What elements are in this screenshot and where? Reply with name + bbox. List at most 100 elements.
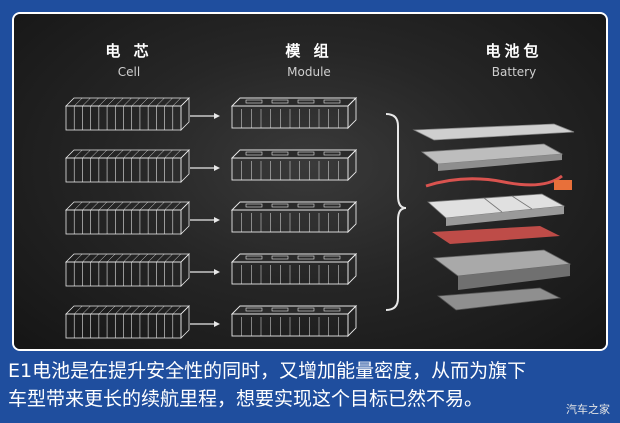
module-block-side xyxy=(347,304,357,338)
watermark: 汽车之家 xyxy=(566,403,610,416)
pack-modules-upper-side xyxy=(446,206,564,226)
module-busbar xyxy=(245,203,263,208)
arrow-head xyxy=(214,217,220,223)
module-title-en: Module xyxy=(287,65,331,79)
pack-connector xyxy=(554,180,572,190)
cell-divider-top xyxy=(82,97,91,107)
cell-divider-top xyxy=(172,201,181,211)
pack-busbar-tray-side xyxy=(438,154,562,171)
pack-module-divider xyxy=(483,197,503,213)
cell-divider-top xyxy=(147,97,157,107)
cell-divider-top xyxy=(90,201,99,211)
module-busbar xyxy=(323,255,341,260)
caption-line-2: 车型带来更长的续航里程，想要实现这个目标已然不易。 xyxy=(8,388,484,410)
module-busbar xyxy=(245,307,263,312)
cell-block-side xyxy=(180,149,190,183)
module-block-top xyxy=(230,305,358,315)
diagram-panel: 电 芯 Cell 模 组 Module 电池包 Battery xyxy=(14,14,606,349)
cell-divider-top xyxy=(74,201,83,211)
cell-divider-top xyxy=(164,149,173,159)
module-block-top xyxy=(230,149,358,159)
cell-divider-top xyxy=(123,97,132,107)
cell-block xyxy=(65,201,190,235)
caption: E1电池是在提升安全性的同时，又增加能量密度，从而为旗下 车型带来更长的续航里程… xyxy=(8,357,608,413)
cell-divider-top xyxy=(90,149,99,159)
cell-divider-top xyxy=(164,97,173,107)
cell-divider-top xyxy=(131,149,140,159)
cell-block xyxy=(65,149,190,183)
cell-divider-top xyxy=(106,201,116,211)
cell-divider-top xyxy=(82,201,91,211)
module-busbar xyxy=(297,307,315,312)
battery-header: 电池包 Battery xyxy=(454,40,574,79)
module-block-top xyxy=(230,253,358,263)
arrow-head xyxy=(214,269,220,275)
cell-divider-top xyxy=(82,149,91,159)
cell-divider-top xyxy=(147,149,157,159)
module-block-side xyxy=(347,148,357,182)
module-block-top xyxy=(230,97,358,107)
cell-divider-top xyxy=(156,149,165,159)
cell-divider-top xyxy=(172,149,181,159)
pack-cooling-plate xyxy=(432,226,560,244)
cell-divider-top xyxy=(147,305,157,315)
module-busbar xyxy=(323,307,341,312)
cell-block-side xyxy=(180,253,190,287)
cell-divider-top xyxy=(98,305,108,315)
module-busbar xyxy=(297,99,315,104)
pack-lower-tray-side xyxy=(458,264,570,290)
cell-divider-top xyxy=(115,149,124,159)
module-busbar xyxy=(323,99,341,104)
cell-block-side xyxy=(180,201,190,235)
cell-divider-top xyxy=(131,305,140,315)
cell-divider-top xyxy=(139,305,149,315)
module-busbar xyxy=(245,99,263,104)
module-busbar xyxy=(245,255,263,260)
cell-divider-top xyxy=(131,201,140,211)
bracket xyxy=(385,113,407,311)
cell-divider-top xyxy=(115,305,124,315)
cell-divider-top xyxy=(123,149,132,159)
cell-divider-top xyxy=(74,253,83,263)
arrow-head xyxy=(214,321,220,327)
cell-divider-top xyxy=(115,201,124,211)
cell-divider-top xyxy=(164,305,173,315)
cell-divider-top xyxy=(147,253,157,263)
pack-top-cover xyxy=(412,123,575,141)
cell-divider-top xyxy=(90,97,99,107)
pack-harness xyxy=(425,174,563,188)
module-busbar xyxy=(297,203,315,208)
cell-divider-top xyxy=(164,201,173,211)
cell-divider-top xyxy=(106,253,116,263)
cell-divider-top xyxy=(156,201,165,211)
module-busbar xyxy=(271,99,289,104)
cell-divider-top xyxy=(172,97,181,107)
cell-divider-top xyxy=(98,253,108,263)
cell-divider-top xyxy=(156,305,165,315)
cell-divider-top xyxy=(74,97,83,107)
pack-module-divider xyxy=(511,195,533,210)
cell-divider-top xyxy=(82,305,91,315)
cell-divider-top xyxy=(123,253,132,263)
cell-title-zh: 电 芯 xyxy=(105,42,153,60)
arrow-head xyxy=(214,165,220,171)
module-block-top xyxy=(230,201,358,211)
battery-title-zh: 电池包 xyxy=(485,42,543,60)
module-busbar xyxy=(271,203,289,208)
module-block xyxy=(230,148,358,182)
cell-block xyxy=(65,305,190,339)
cell-divider-top xyxy=(74,305,83,315)
module-block-side xyxy=(347,252,357,286)
cell-divider-top xyxy=(139,97,149,107)
cell-block xyxy=(65,253,190,287)
module-busbar xyxy=(323,151,341,156)
cell-title-en: Cell xyxy=(117,65,141,79)
cell-block-side xyxy=(180,97,190,131)
cell-header: 电 芯 Cell xyxy=(84,40,174,79)
cell-divider-top xyxy=(139,201,149,211)
module-block xyxy=(230,96,358,130)
cell-divider-top xyxy=(147,201,157,211)
cell-divider-top xyxy=(123,201,132,211)
module-block xyxy=(230,252,358,286)
row-group xyxy=(65,96,358,339)
